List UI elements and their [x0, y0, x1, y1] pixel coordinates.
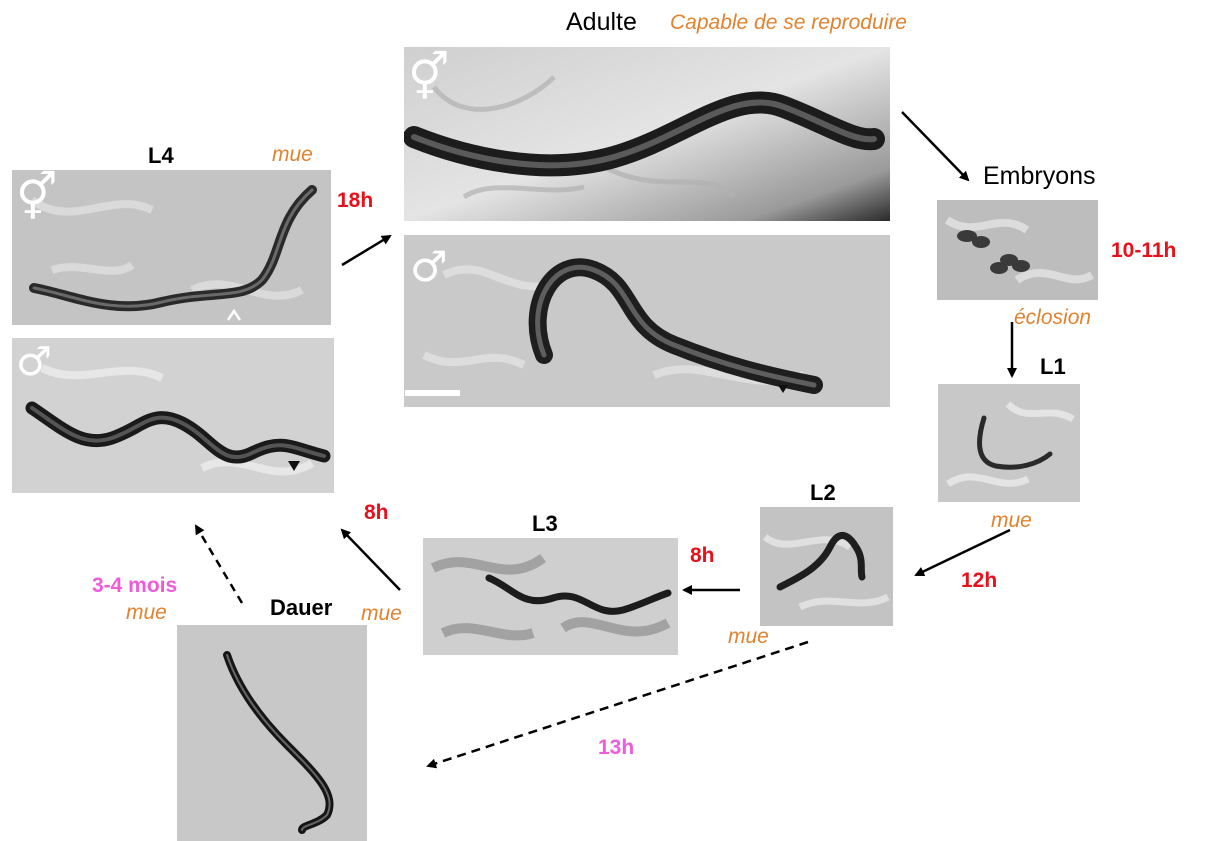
- dauer-label: Dauer: [270, 597, 332, 619]
- mue-l4-label: mue: [272, 144, 313, 165]
- time-3-4-mois: 3-4 mois: [92, 575, 177, 596]
- time-8h-l3: 8h: [364, 502, 389, 523]
- arrow-l3-to-l4: [342, 530, 400, 590]
- l1-label: L1: [1040, 356, 1066, 378]
- mue-l1-label: mue: [991, 510, 1032, 531]
- mue-l3-label: mue: [361, 603, 402, 624]
- mue-l2-label: mue: [728, 626, 769, 647]
- time-13h: 13h: [598, 737, 634, 758]
- time-8h-l2: 8h: [690, 545, 715, 566]
- l4-label: L4: [148, 145, 174, 167]
- eclosion-label: éclosion: [1014, 307, 1091, 328]
- arrow-dauer-to-l4: [196, 526, 242, 603]
- embryons-label: Embryons: [983, 164, 1096, 189]
- time-12h: 12h: [961, 570, 997, 591]
- l2-label: L2: [810, 482, 836, 504]
- arrow-adult-to-embryons: [902, 112, 968, 180]
- capable-reproduire-label: Capable de se reproduire: [670, 12, 907, 33]
- l3-label: L3: [532, 513, 558, 535]
- time-10-11h: 10-11h: [1111, 240, 1176, 261]
- adulte-label: Adulte: [566, 10, 637, 35]
- mue-dauer-label: mue: [126, 602, 167, 623]
- arrow-l4-to-adult: [342, 236, 390, 265]
- time-18h: 18h: [337, 190, 373, 211]
